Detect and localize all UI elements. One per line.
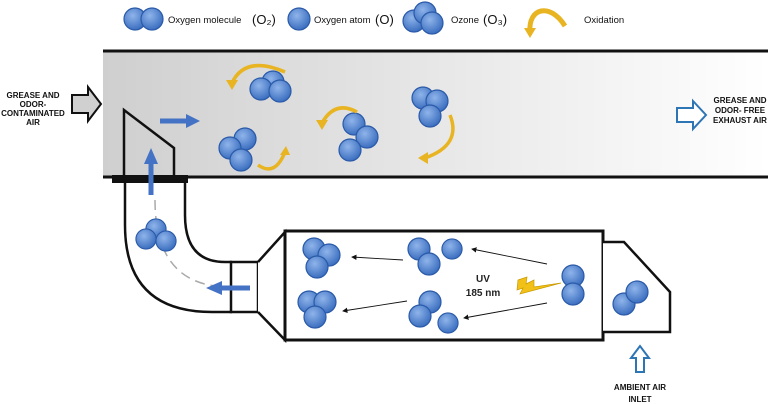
legend-oxygen-atom-formula: (O): [375, 12, 394, 27]
oxygen-atom-icon: [287, 7, 311, 31]
ozone-molecule-elbow: [135, 218, 177, 252]
uv-wavelength-label: 185 nm: [466, 288, 501, 299]
outlet-label-3: EXHAUST AIR: [713, 116, 767, 125]
inlet-label-3: CONTAMINATED: [1, 109, 65, 118]
ozone-nozzle: [122, 107, 176, 178]
ambient-label-1: AMBIENT AIR: [614, 383, 666, 392]
legend-ozone-formula: (O₃): [483, 12, 507, 27]
oxidation-arrow-icon: [527, 8, 568, 33]
inlet-label-1: GREASE AND: [6, 91, 59, 100]
oxidation-arrows: [230, 63, 455, 171]
reaction-arrows: [342, 247, 548, 320]
elbow-pipe-outer: [123, 183, 232, 314]
ozone-icon: [402, 1, 444, 35]
uv-lightning-icon: [516, 276, 562, 295]
outlet-label-2: ODOR- FREE: [715, 106, 766, 115]
legend-oxygen-molecule-formula: (O₂): [252, 12, 276, 27]
legend-oxygen-atom: Oxygen atom: [314, 15, 371, 26]
elbow-pipe-inner: [183, 183, 232, 264]
ambient-label-2: INLET: [628, 395, 651, 404]
ambient-inlet-arrow-icon: [629, 344, 651, 373]
inlet-label-4: AIR: [26, 118, 40, 127]
inlet-arrow-icon: [71, 84, 103, 124]
legend: Oxygen molecule (O₂) Oxygen atom (O) Ozo…: [123, 1, 624, 38]
outlet-label-1: GREASE AND: [713, 96, 766, 105]
oxygen-molecule-icon: [123, 7, 164, 31]
outlet-arrow-icon: [676, 98, 708, 132]
oxidation-arrowhead-icon: [524, 28, 536, 38]
legend-oxygen-molecule: Oxygen molecule: [168, 15, 241, 26]
inlet-label-2: ODOR-: [20, 100, 47, 109]
legend-oxidation: Oxidation: [584, 15, 624, 26]
legend-ozone: Ozone: [451, 15, 479, 26]
uv-label: UV: [476, 274, 490, 285]
